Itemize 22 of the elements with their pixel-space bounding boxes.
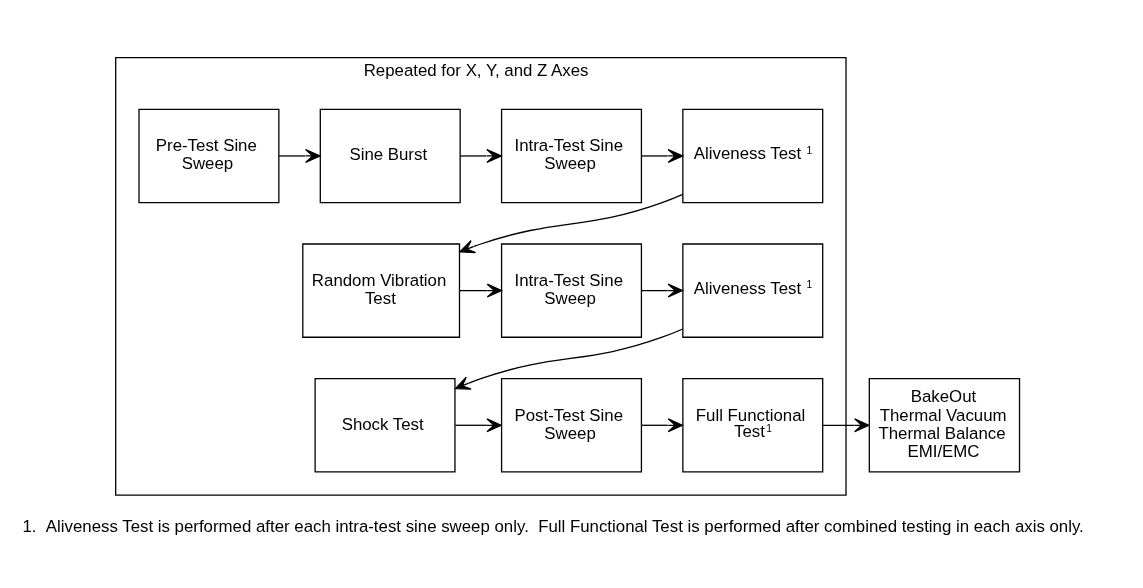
node-box: Shock Test (314, 377, 456, 473)
node-box: Pre-Test Sine Sweep (138, 108, 280, 203)
arrow (822, 417, 870, 432)
node-box: Post-Test Sine Sweep (500, 377, 643, 473)
arrow (640, 148, 684, 163)
node-box: BakeOut Thermal Vacuum Thermal Balance EMI/EMC (868, 377, 1021, 473)
node-box: Intra-Test Sine Sweep (500, 108, 643, 203)
node-box: Random Vibration Test (302, 242, 461, 338)
node-box: Aliveness Test$^{1}$ (682, 242, 824, 338)
label: 1. Aliveness Test is performed after each intra-test sine sweep only. Full Functional Test is performed after combined testing in each axis only. (22, 516, 1084, 536)
node-box: Intra-Test Sine Sweep (500, 242, 643, 338)
node-box: Sine Burst (319, 108, 461, 203)
arrow (459, 148, 502, 163)
arrow (640, 283, 684, 298)
node-box: Aliveness Test$^{1}$ (682, 108, 824, 203)
arrow (454, 327, 684, 390)
arrow (278, 148, 321, 163)
arrow (458, 283, 503, 298)
node-box: Full Functional Test$^{1}$ (682, 377, 824, 473)
arrow (459, 193, 684, 253)
arrow (454, 417, 502, 432)
arrow (640, 417, 684, 432)
